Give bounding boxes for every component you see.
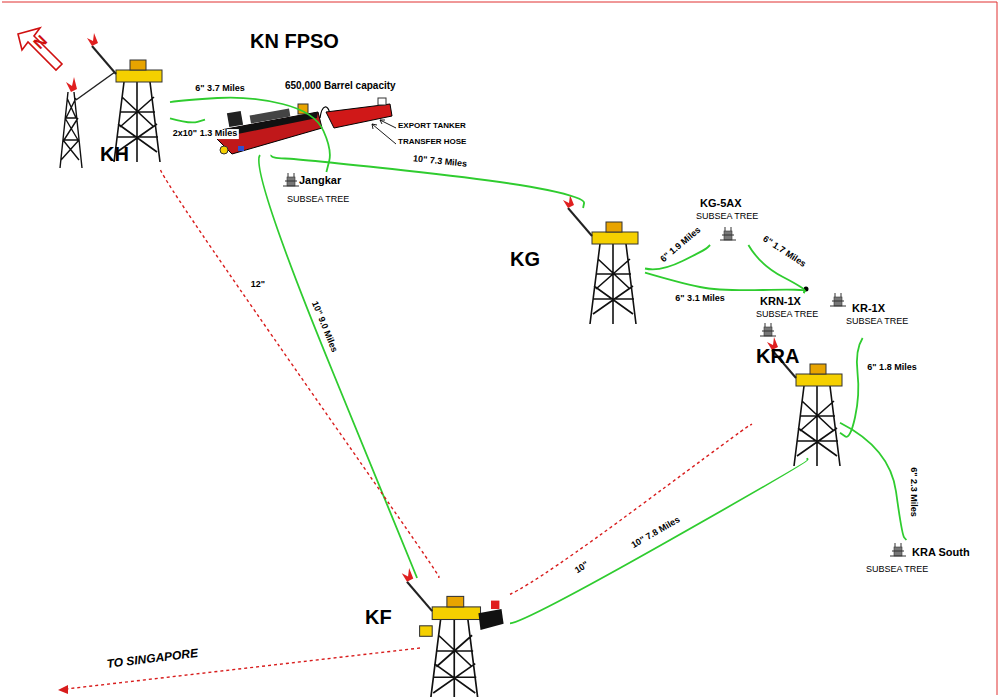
callout-arrow xyxy=(372,120,396,144)
node-label: SUBSEA TREE xyxy=(846,316,908,326)
node-label: KG xyxy=(510,248,540,271)
fpso-process-deck xyxy=(250,109,291,124)
node-label: KRA South xyxy=(912,546,970,559)
map-label: N xyxy=(30,32,51,53)
kg-platform xyxy=(563,195,638,324)
kf-module xyxy=(420,626,433,637)
map-label: EXPORT TANKER xyxy=(398,122,466,131)
subsea-tree-node: KR-1XSUBSEA TREE xyxy=(830,296,922,338)
pipe-size-label: 10" 9.0 Miles xyxy=(308,298,339,356)
kf-module xyxy=(478,609,503,630)
kh-platform xyxy=(87,33,162,162)
subsea-tree-node: KRA SouthSUBSEA TREE xyxy=(862,540,990,585)
oil-pipeline xyxy=(510,458,808,623)
turret-buoy xyxy=(220,146,228,154)
platform-node: KH xyxy=(95,45,170,170)
pipe-size-label: 2x10" 1.3 Miles xyxy=(171,129,239,139)
node-label: KN FPSO xyxy=(250,30,339,53)
kra-south-tree xyxy=(890,543,906,556)
pipe-size-label: 6" 3.1 Miles xyxy=(673,294,726,304)
oil-pipeline xyxy=(840,338,863,437)
platform-node: KG xyxy=(505,208,645,296)
subsea-tree-node: KRN-1XSUBSEA TREE xyxy=(752,293,828,338)
node-label: SUBSEA TREE xyxy=(866,564,928,574)
map-label: TO SINGAPORE xyxy=(106,647,199,671)
node-label: KRA xyxy=(756,345,799,368)
node-label: SUBSEA TREE xyxy=(696,211,758,221)
pipe-size-label: 6" 1.8 Miles xyxy=(865,363,918,373)
oil-pipeline xyxy=(840,423,906,540)
node-label: KG-5AX xyxy=(700,197,742,210)
oil-pipeline xyxy=(645,273,805,293)
node-label: KF xyxy=(365,606,392,629)
pipe-size-label: 12" xyxy=(249,280,267,290)
node-label: SUBSEA TREE xyxy=(756,309,818,319)
krn1x-tree xyxy=(760,323,776,336)
node-label: KRN-1X xyxy=(760,295,801,308)
subsea-tree-node: JangkarSUBSEA TREE xyxy=(283,172,358,218)
kg5ax-tree xyxy=(720,227,736,240)
arrow-head xyxy=(58,685,68,694)
node-label: KH xyxy=(100,143,129,166)
pipe-size-label: 10" 7.3 Miles xyxy=(410,154,469,170)
oil-pipeline xyxy=(170,118,205,122)
platform-node: KRA xyxy=(752,343,840,458)
pipe-size-label: 10" 7.8 Miles xyxy=(628,514,683,552)
platform-node: KF xyxy=(360,578,510,683)
gas-pipeline xyxy=(161,170,439,578)
tanker-hull xyxy=(326,104,392,128)
jangkar-tree xyxy=(283,173,299,186)
pipe-size-label: 6" 3.7 Miles xyxy=(193,84,246,94)
map-label: TRANSFER HOSE xyxy=(398,138,466,147)
kr1x-tree xyxy=(830,293,846,306)
north-arrow xyxy=(18,28,62,70)
node-label: Jangkar xyxy=(299,174,341,187)
fpso-marker xyxy=(238,146,244,151)
oil-pipeline xyxy=(259,155,417,578)
gas-pipeline xyxy=(510,424,752,594)
fpso-superstructure xyxy=(227,111,243,127)
pipe-size-label: 10" xyxy=(572,559,593,577)
pipe-size-label: 6" 2.3 Miles xyxy=(908,465,918,518)
flare-flame xyxy=(66,77,77,92)
flare-tower xyxy=(60,92,82,168)
kf-platform xyxy=(402,568,504,697)
kf-jacket xyxy=(402,568,481,697)
bridge xyxy=(76,72,115,100)
tanker-bridge xyxy=(378,98,386,105)
node-label: 650,000 Barrel capacity xyxy=(285,80,396,92)
oil-pipeline xyxy=(271,155,584,208)
pipe-size-label: 6" 1.7 Miles xyxy=(759,233,809,270)
kf-crane xyxy=(491,601,499,609)
node-label: KR-1X xyxy=(852,302,885,315)
node-label: SUBSEA TREE xyxy=(287,194,349,204)
pipe-size-label: 6" 1.9 Miles xyxy=(657,224,704,266)
